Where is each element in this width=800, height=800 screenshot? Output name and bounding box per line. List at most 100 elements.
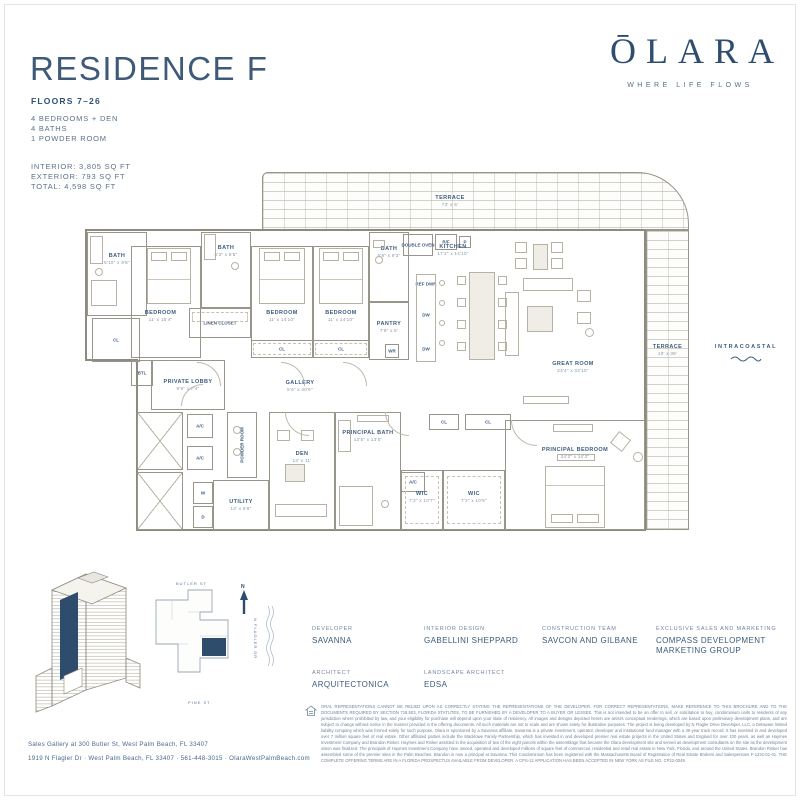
building-illustration — [35, 571, 141, 713]
bed-pillow — [263, 252, 281, 261]
furniture — [204, 234, 216, 260]
credit-name: GABELLINI SHEPPARD — [424, 636, 519, 645]
contact-line: 1919 N Flagler Dr · West Palm Beach, FL … — [28, 755, 310, 762]
credit-title: ARCHITECT — [312, 670, 351, 676]
key-plan: BUTLER ST PINE ST N FLAGLER DR N — [155, 581, 274, 705]
furniture — [253, 343, 311, 355]
credit-title: CONSTRUCTION TEAM — [542, 626, 617, 632]
room-name-label: GREAT ROOM — [552, 361, 594, 368]
room-name-label: BEDROOM — [325, 310, 357, 317]
bed-pillow — [550, 513, 573, 524]
area-interior: INTERIOR: 3,805 SQ FT — [31, 162, 131, 171]
furniture — [275, 504, 327, 517]
room-name-label: WR — [388, 348, 396, 354]
room-dims-label: 5'10" x 9'8" — [104, 260, 130, 266]
room-dims-label: 17'2" x 14'10" — [437, 251, 469, 257]
room-name-label: BEDROOM — [266, 310, 298, 317]
equal-housing-icon — [305, 705, 317, 716]
furniture — [91, 280, 117, 306]
furniture — [192, 312, 248, 322]
furniture — [533, 244, 548, 270]
room-name-label: DEN — [295, 451, 309, 458]
furniture — [439, 300, 445, 306]
furniture — [469, 272, 495, 360]
credit-name: COMPASS DEVELOPMENT MARKETING GROUP — [656, 636, 766, 655]
furniture — [577, 312, 591, 324]
room-name-label: BATH — [217, 244, 235, 251]
furniture — [523, 396, 569, 404]
room-ac1: A/C — [187, 414, 213, 438]
furniture — [95, 268, 103, 276]
furniture — [90, 236, 103, 264]
room-dims-label: 14' x 11' — [292, 458, 312, 464]
credit-title: LANDSCAPE ARCHITECT — [424, 670, 506, 676]
room-dims-label: 6'3" x 9'6" — [214, 251, 238, 257]
furniture — [338, 420, 351, 452]
bed-pillow — [283, 252, 301, 261]
furniture — [285, 464, 305, 482]
room-elev1 — [137, 412, 183, 470]
page-title: RESIDENCE F — [30, 50, 269, 87]
furniture — [375, 256, 383, 264]
unit-features: 4 BEDROOMS + DEN 4 BATHS 1 POWDER ROOM — [31, 114, 118, 144]
feature-baths: 4 BATHS — [31, 124, 68, 133]
bed-pillow — [323, 252, 340, 261]
furniture — [457, 320, 466, 329]
olara-logo: ŌLARA — [610, 31, 784, 71]
credit-name: SAVANNA — [312, 636, 352, 645]
bed-pillow — [577, 513, 600, 524]
credit-sales-marketing: EXCLUSIVE SALES AND MARKETING COMPASS DE… — [656, 626, 792, 656]
furniture — [147, 248, 191, 304]
area-total: TOTAL: 4,598 SQ FT — [31, 182, 116, 191]
unit-areas: INTERIOR: 3,805 SQ FT EXTERIOR: 793 SQ F… — [31, 162, 131, 192]
room-name-label: CL — [441, 419, 447, 425]
room-name-label: D — [201, 514, 205, 520]
room-elev2 — [137, 472, 183, 530]
furniture — [557, 454, 595, 461]
room-name-label: BATH — [108, 253, 126, 260]
bed-pillow — [342, 252, 359, 261]
room-name-label: BTL — [137, 370, 147, 376]
furniture — [577, 290, 591, 302]
room-name-label: A/C — [196, 423, 204, 429]
intracoastal-text: INTRACOASTAL — [714, 344, 778, 350]
credit-title: DEVELOPER — [312, 626, 353, 632]
room-name-label: KITCHEN — [439, 244, 467, 251]
legal-section: ORAL REPRESENTATIONS CANNOT BE RELIED UP… — [305, 704, 787, 764]
room-btl: BTL — [131, 360, 153, 386]
furniture — [277, 430, 290, 441]
furniture — [585, 328, 594, 337]
furniture — [416, 274, 436, 362]
footer-contact: Sales Gallery at 300 Butler St, West Pal… — [28, 741, 310, 762]
furniture — [457, 342, 466, 351]
credit-developer: DEVELOPER SAVANNA — [312, 626, 424, 656]
brand-block: ŌLARA WHERE LIFE FLOWS — [600, 30, 780, 89]
furniture — [357, 415, 389, 422]
credit-title: EXCLUSIVE SALES AND MARKETING — [656, 626, 777, 632]
furniture — [515, 258, 527, 269]
furniture — [505, 292, 519, 356]
room-dims-label: 11' x 14'10" — [268, 317, 296, 323]
furniture — [373, 240, 385, 248]
room-dims-label: 23'4" x 33'10" — [557, 368, 589, 374]
feature-bedrooms: 4 BEDROOMS + DEN — [31, 114, 119, 123]
furniture — [523, 278, 573, 291]
north-arrow-icon — [240, 590, 248, 600]
furniture — [551, 242, 563, 253]
flagler-dr-label: N FLAGLER DR — [253, 618, 258, 659]
pine-st-label: PINE ST — [188, 700, 211, 705]
furniture — [498, 298, 507, 307]
furniture — [633, 452, 643, 462]
furniture — [439, 280, 445, 286]
room-dims-label: 11' x 14'10" — [327, 317, 355, 323]
room-d: D — [193, 506, 213, 528]
furniture — [381, 500, 389, 508]
credit-interior-design: INTERIOR DESIGN GABELLINI SHEPPARD — [424, 626, 542, 656]
bed-pillow — [170, 252, 187, 261]
room-w: W — [193, 482, 213, 504]
credit-title: INTERIOR DESIGN — [424, 626, 485, 632]
furniture — [498, 276, 507, 285]
